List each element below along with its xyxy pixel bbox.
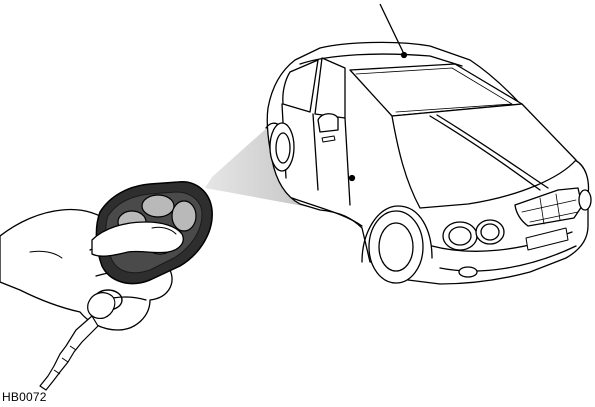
figure-code: HB0072	[2, 390, 47, 404]
car-icon	[266, 42, 591, 284]
